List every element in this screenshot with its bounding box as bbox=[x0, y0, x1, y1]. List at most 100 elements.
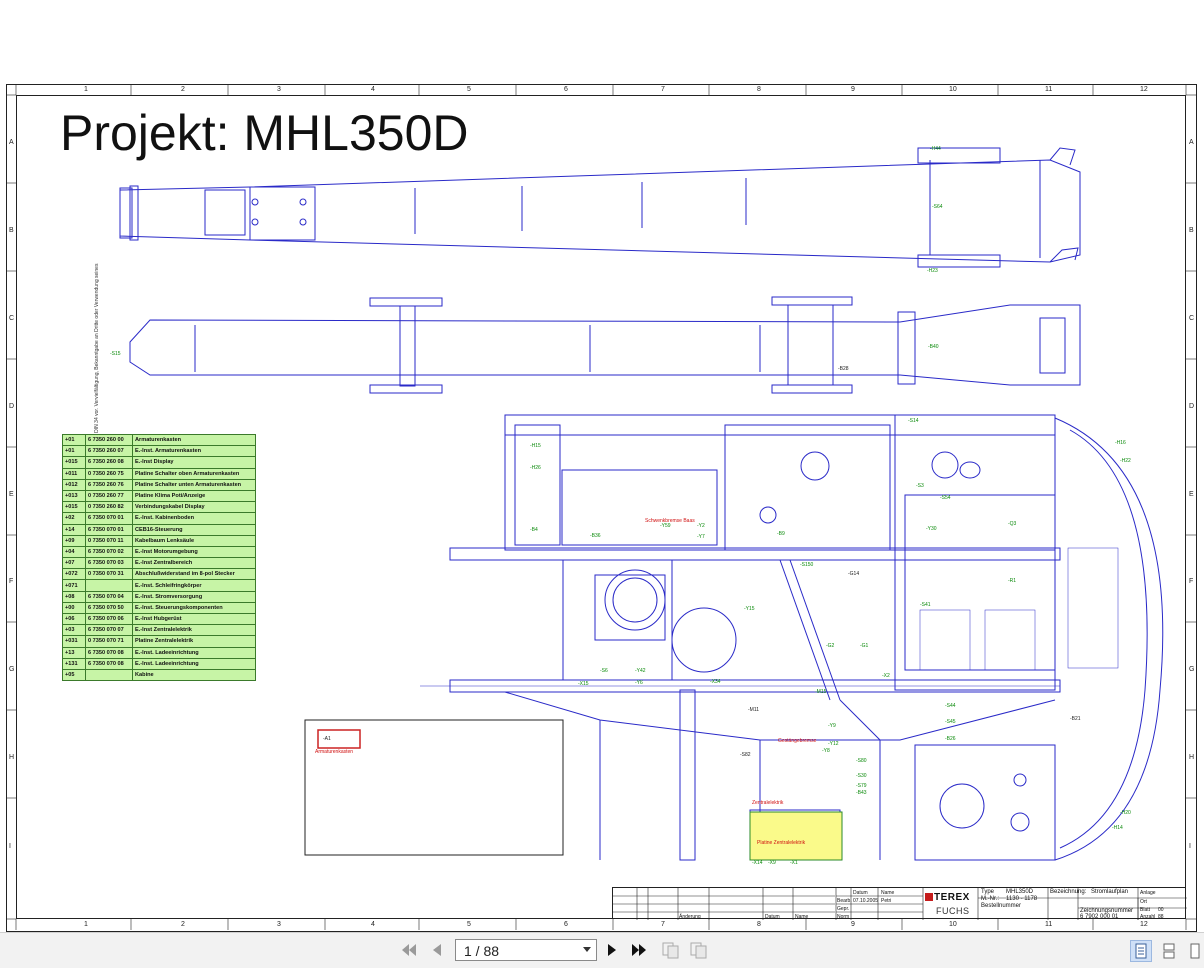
bom-cell-part: 6 7350 070 02 bbox=[85, 545, 133, 559]
first-page-icon bbox=[402, 944, 416, 956]
label-s3: -S3 bbox=[916, 483, 924, 489]
row-letter: H bbox=[9, 754, 15, 761]
last-page-button[interactable] bbox=[628, 940, 650, 960]
bom-cell-part bbox=[85, 668, 133, 682]
bom-cell-part: 0 7350 070 31 bbox=[85, 568, 133, 581]
tb-gepr: Gepr. bbox=[837, 906, 850, 912]
tb-name2: Name bbox=[795, 914, 809, 920]
compare-pages-button[interactable] bbox=[688, 940, 710, 960]
pages-icon bbox=[690, 942, 707, 959]
label-b9: -B9 bbox=[777, 531, 785, 537]
bom-cell-desc: E.-Inst. Ladeeinrichtung bbox=[132, 657, 256, 670]
single-page-view-button[interactable] bbox=[1130, 940, 1152, 962]
bom-cell-desc: E.-Inst. Steuerungskomponenten bbox=[132, 601, 256, 615]
bom-cell-pos: +04 bbox=[62, 545, 86, 559]
bom-cell-pos: +02 bbox=[62, 512, 86, 525]
label-s6: -S6 bbox=[600, 668, 608, 674]
viewer-top-area bbox=[0, 0, 1204, 84]
label-s41: -S41 bbox=[920, 602, 931, 608]
label-a1: -A1 bbox=[323, 736, 331, 742]
column-number: 4 bbox=[371, 86, 375, 93]
column-number: 11 bbox=[1045, 921, 1053, 928]
next-page-button[interactable] bbox=[602, 940, 622, 960]
tb-aenderung: Änderung bbox=[679, 914, 701, 920]
bom-cell-pos: +131 bbox=[62, 657, 86, 670]
bom-cell-pos: +031 bbox=[62, 635, 86, 648]
row-letter: A bbox=[9, 139, 14, 146]
label-s15: -S15 bbox=[110, 351, 121, 357]
label-h15: -H15 bbox=[530, 443, 541, 449]
row-letter: I bbox=[9, 843, 11, 850]
column-number: 5 bbox=[467, 921, 471, 928]
armaturenkasten-box bbox=[317, 729, 361, 749]
bom-cell-desc: Abschlußwiderstand im 8-pol Stecker bbox=[132, 568, 256, 581]
label-y6: -Y6 bbox=[635, 680, 643, 686]
page-rotate-icon bbox=[662, 942, 679, 959]
row-letter: C bbox=[9, 315, 15, 322]
label-s150: -S150 bbox=[800, 562, 814, 568]
two-page-view-button[interactable] bbox=[1186, 940, 1204, 962]
column-number: 7 bbox=[661, 86, 665, 93]
bom-cell-part: 6 7350 070 06 bbox=[85, 612, 133, 626]
bom-cell-part: 6 7350 070 03 bbox=[85, 557, 133, 570]
bom-cell-pos: +13 bbox=[62, 646, 86, 659]
first-page-button[interactable] bbox=[398, 940, 420, 960]
row-letter: C bbox=[1189, 315, 1195, 322]
continuous-view-button[interactable] bbox=[1158, 940, 1180, 962]
bom-cell-pos: +07 bbox=[62, 557, 86, 570]
label-x15: -X15 bbox=[578, 681, 589, 687]
rotate-page-button[interactable] bbox=[660, 940, 682, 960]
chevron-down-icon bbox=[583, 947, 591, 952]
counterweight bbox=[1054, 417, 1164, 861]
bom-cell-desc: CEB16-Steuerung bbox=[132, 523, 256, 536]
label-y7: -Y7 bbox=[697, 534, 705, 540]
label-y30: -Y30 bbox=[926, 526, 937, 532]
bom-cell-desc: E.-Inst. Ladeeinrichtung bbox=[132, 646, 256, 659]
page-indicator: 1 / 88 bbox=[464, 943, 500, 959]
label-g2: -G2 bbox=[826, 643, 835, 649]
row-letter: D bbox=[9, 403, 15, 410]
bom-cell-desc: E.-Inst. Armaturenkasten bbox=[132, 445, 256, 458]
boom-lower bbox=[129, 304, 1081, 386]
label-b36: -B36 bbox=[590, 533, 601, 539]
tb-datum2: Datum bbox=[765, 914, 780, 920]
label-y12: -Y12 bbox=[828, 741, 839, 747]
bom-cell-desc: E.-Inst. Schleifringkörper bbox=[132, 579, 256, 592]
bom-cell-part: 6 7350 070 01 bbox=[85, 523, 133, 536]
bom-cell-part bbox=[85, 579, 133, 592]
label-h23: -H23 bbox=[927, 268, 938, 274]
terex-logo: TEREX bbox=[934, 892, 970, 903]
bom-cell-part: 0 7350 260 77 bbox=[85, 489, 133, 503]
label-y2: -Y2 bbox=[697, 523, 705, 529]
row-letter: G bbox=[1189, 666, 1195, 673]
tb-bezeichnung-value: Stromlaufplan bbox=[1091, 889, 1129, 895]
label-x1: -X1 bbox=[790, 860, 798, 866]
page-selector[interactable]: 1 / 88 bbox=[455, 939, 597, 961]
row-letter: I bbox=[1189, 843, 1191, 850]
label-h26: -H26 bbox=[530, 465, 541, 471]
bom-cell-pos: +14 bbox=[62, 523, 86, 536]
column-number: 8 bbox=[757, 86, 761, 93]
bom-cell-part: 6 7350 260 07 bbox=[85, 445, 133, 458]
previous-page-button[interactable] bbox=[427, 940, 447, 960]
bom-cell-part: 6 7350 070 01 bbox=[85, 512, 133, 525]
page-title: Projekt: MHL350D bbox=[60, 105, 469, 161]
bom-cell-desc: E.-Inst Zentralelektrik bbox=[132, 624, 256, 637]
label-y9: -Y9 bbox=[828, 723, 836, 729]
label-r1: -R1 bbox=[1008, 578, 1017, 584]
tb-mnr-value: 1130 - 1178 bbox=[1006, 896, 1038, 902]
row-letter: D bbox=[1189, 403, 1195, 410]
label-s82: -S82 bbox=[740, 752, 751, 758]
label-x9: -X9 bbox=[768, 860, 776, 866]
column-number: 10 bbox=[949, 921, 957, 928]
next-page-icon bbox=[608, 944, 616, 956]
boom-upper-head bbox=[249, 186, 316, 241]
